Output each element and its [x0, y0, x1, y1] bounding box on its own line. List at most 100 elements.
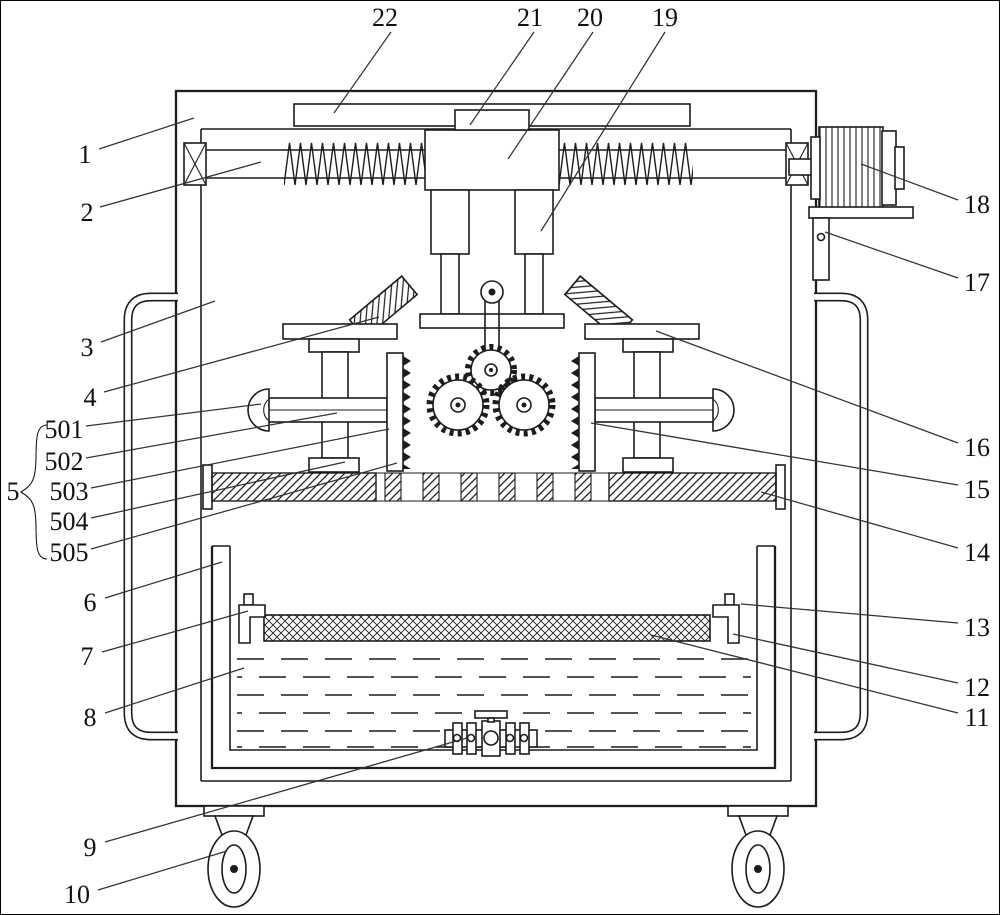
leader-17 — [824, 231, 959, 279]
group-brace — [20, 424, 48, 560]
spring-right — [559, 142, 693, 186]
outer-frame — [174, 89, 818, 808]
leader-11 — [650, 634, 959, 714]
callout-2: 2 — [81, 198, 94, 227]
leader-22 — [333, 31, 392, 114]
leader-19 — [540, 31, 666, 232]
handle-right — [814, 292, 869, 741]
knob-left — [247, 388, 270, 432]
clamp-knob-left — [243, 593, 254, 606]
callout-20: 20 — [577, 3, 603, 32]
right-roller-assembly — [563, 275, 735, 473]
gear-center — [465, 344, 517, 396]
gear-train — [426, 344, 556, 437]
slider-block — [424, 129, 560, 191]
column-flange-top-left — [308, 338, 360, 353]
callout-12: 12 — [964, 673, 990, 702]
leader-6 — [104, 561, 223, 599]
callout-18: 18 — [964, 190, 990, 219]
callout-15: 15 — [964, 475, 990, 504]
callout-4: 4 — [84, 383, 97, 412]
leader-10 — [97, 850, 228, 891]
callout-6: 6 — [84, 588, 97, 617]
callout-9: 9 — [84, 833, 97, 862]
filter-plate-assembly — [238, 593, 740, 644]
callout-505: 505 — [50, 538, 89, 567]
motor-cap-right — [881, 130, 897, 206]
leader-21 — [469, 31, 535, 126]
leader-18 — [860, 163, 959, 201]
leader-1 — [98, 117, 195, 150]
motor-cap-end — [894, 146, 905, 190]
left-roller-assembly — [247, 275, 419, 473]
callout-11: 11 — [964, 703, 989, 732]
leader-3 — [100, 300, 216, 343]
rack-teeth-right — [571, 355, 579, 469]
column-flange-bottom-right — [622, 457, 674, 473]
crosshead-plate — [419, 313, 565, 329]
caster-right — [727, 805, 789, 908]
callout-3: 3 — [81, 333, 94, 362]
callout-19: 19 — [652, 3, 678, 32]
leader-503 — [90, 428, 390, 489]
callout-16: 16 — [964, 433, 990, 462]
clamp-right — [712, 604, 740, 644]
piston-rod-left — [440, 253, 460, 315]
grate-bar — [202, 464, 786, 510]
valve-handle — [474, 710, 508, 719]
leader-15 — [590, 422, 959, 486]
bracket-plate-right — [584, 323, 700, 340]
spring-guide-bar — [183, 142, 809, 186]
callout-502: 502 — [45, 447, 84, 476]
gear-left — [426, 373, 490, 437]
rack-left — [386, 352, 404, 472]
gear-right — [492, 373, 556, 437]
leader-504 — [90, 461, 346, 519]
motor-shelf — [808, 206, 914, 219]
callout-8: 8 — [84, 703, 97, 732]
callout-10: 10 — [64, 880, 90, 909]
leader-12 — [732, 633, 959, 684]
control-knob — [816, 232, 826, 242]
callout-22: 22 — [372, 3, 398, 32]
rack-right — [578, 352, 596, 472]
column-flange-top-right — [622, 338, 674, 353]
leader-501 — [85, 403, 262, 427]
filter-plate — [263, 614, 711, 642]
leader-16 — [655, 330, 959, 444]
callout-17: 17 — [964, 268, 990, 297]
drain-valve — [444, 710, 538, 757]
caster-left — [203, 805, 265, 908]
top-box — [454, 109, 530, 131]
leader-505 — [90, 462, 398, 550]
control-box — [812, 217, 830, 281]
leader-502 — [85, 412, 338, 459]
leader-14 — [760, 491, 959, 549]
leader-2 — [99, 161, 262, 208]
leader-lines — [85, 31, 959, 891]
leader-7 — [101, 610, 249, 653]
press-head — [419, 109, 565, 363]
handle-left — [123, 292, 178, 741]
clamp-knob-right — [724, 593, 735, 606]
callout-501: 501 — [45, 415, 84, 444]
callout-14: 14 — [964, 538, 990, 567]
motor-cap-left — [810, 136, 821, 200]
knob-right — [712, 388, 735, 432]
callout-5: 5 — [7, 477, 20, 506]
clamp-left — [238, 604, 266, 644]
callout-7: 7 — [81, 642, 94, 671]
piston-rod-right — [524, 253, 544, 315]
bracket-plate-left — [282, 323, 398, 340]
leader-8 — [104, 667, 245, 714]
rack-teeth-left — [403, 355, 411, 469]
leader-13 — [740, 603, 959, 624]
callout-503: 503 — [50, 477, 89, 506]
leader-20 — [507, 31, 594, 160]
callout-labels: 1 2 3 4 5 501 502 503 504 505 6 7 8 9 10… — [7, 3, 991, 909]
callout-1: 1 — [79, 140, 92, 169]
leader-9 — [104, 737, 468, 843]
cylinder-left — [430, 189, 470, 255]
callout-21: 21 — [517, 3, 543, 32]
